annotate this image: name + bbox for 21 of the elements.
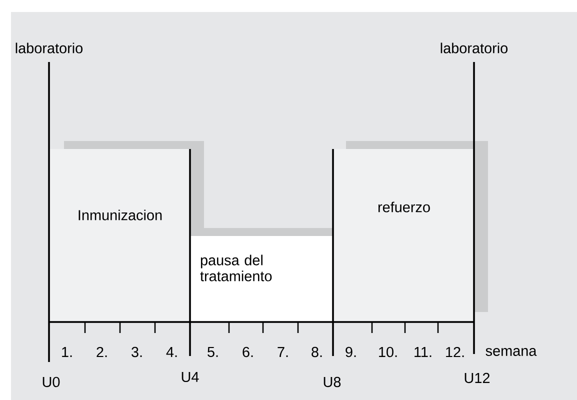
label: 12. (446, 346, 464, 358)
label: 8. (312, 346, 322, 358)
label: laboratorio (440, 42, 508, 54)
label: U8 (324, 376, 341, 388)
label: U4 (182, 372, 199, 382)
label: 3. (132, 346, 142, 358)
label: laboratorio (16, 42, 83, 54)
label: 6. (242, 346, 253, 358)
band: pausa del tratamiento (190, 228, 347, 322)
label: 7. (278, 347, 288, 357)
label: 11. (414, 347, 432, 357)
label: 9. (346, 346, 356, 358)
label: semana (486, 348, 537, 356)
label: U0 (42, 376, 60, 388)
label: 10. (379, 346, 397, 358)
label: 1. (62, 347, 72, 357)
label: U12 (464, 372, 490, 384)
label: 4. (166, 347, 177, 357)
label: 2. (96, 346, 107, 358)
label: 5. (208, 346, 218, 358)
band: refuerzo (333, 141, 488, 322)
